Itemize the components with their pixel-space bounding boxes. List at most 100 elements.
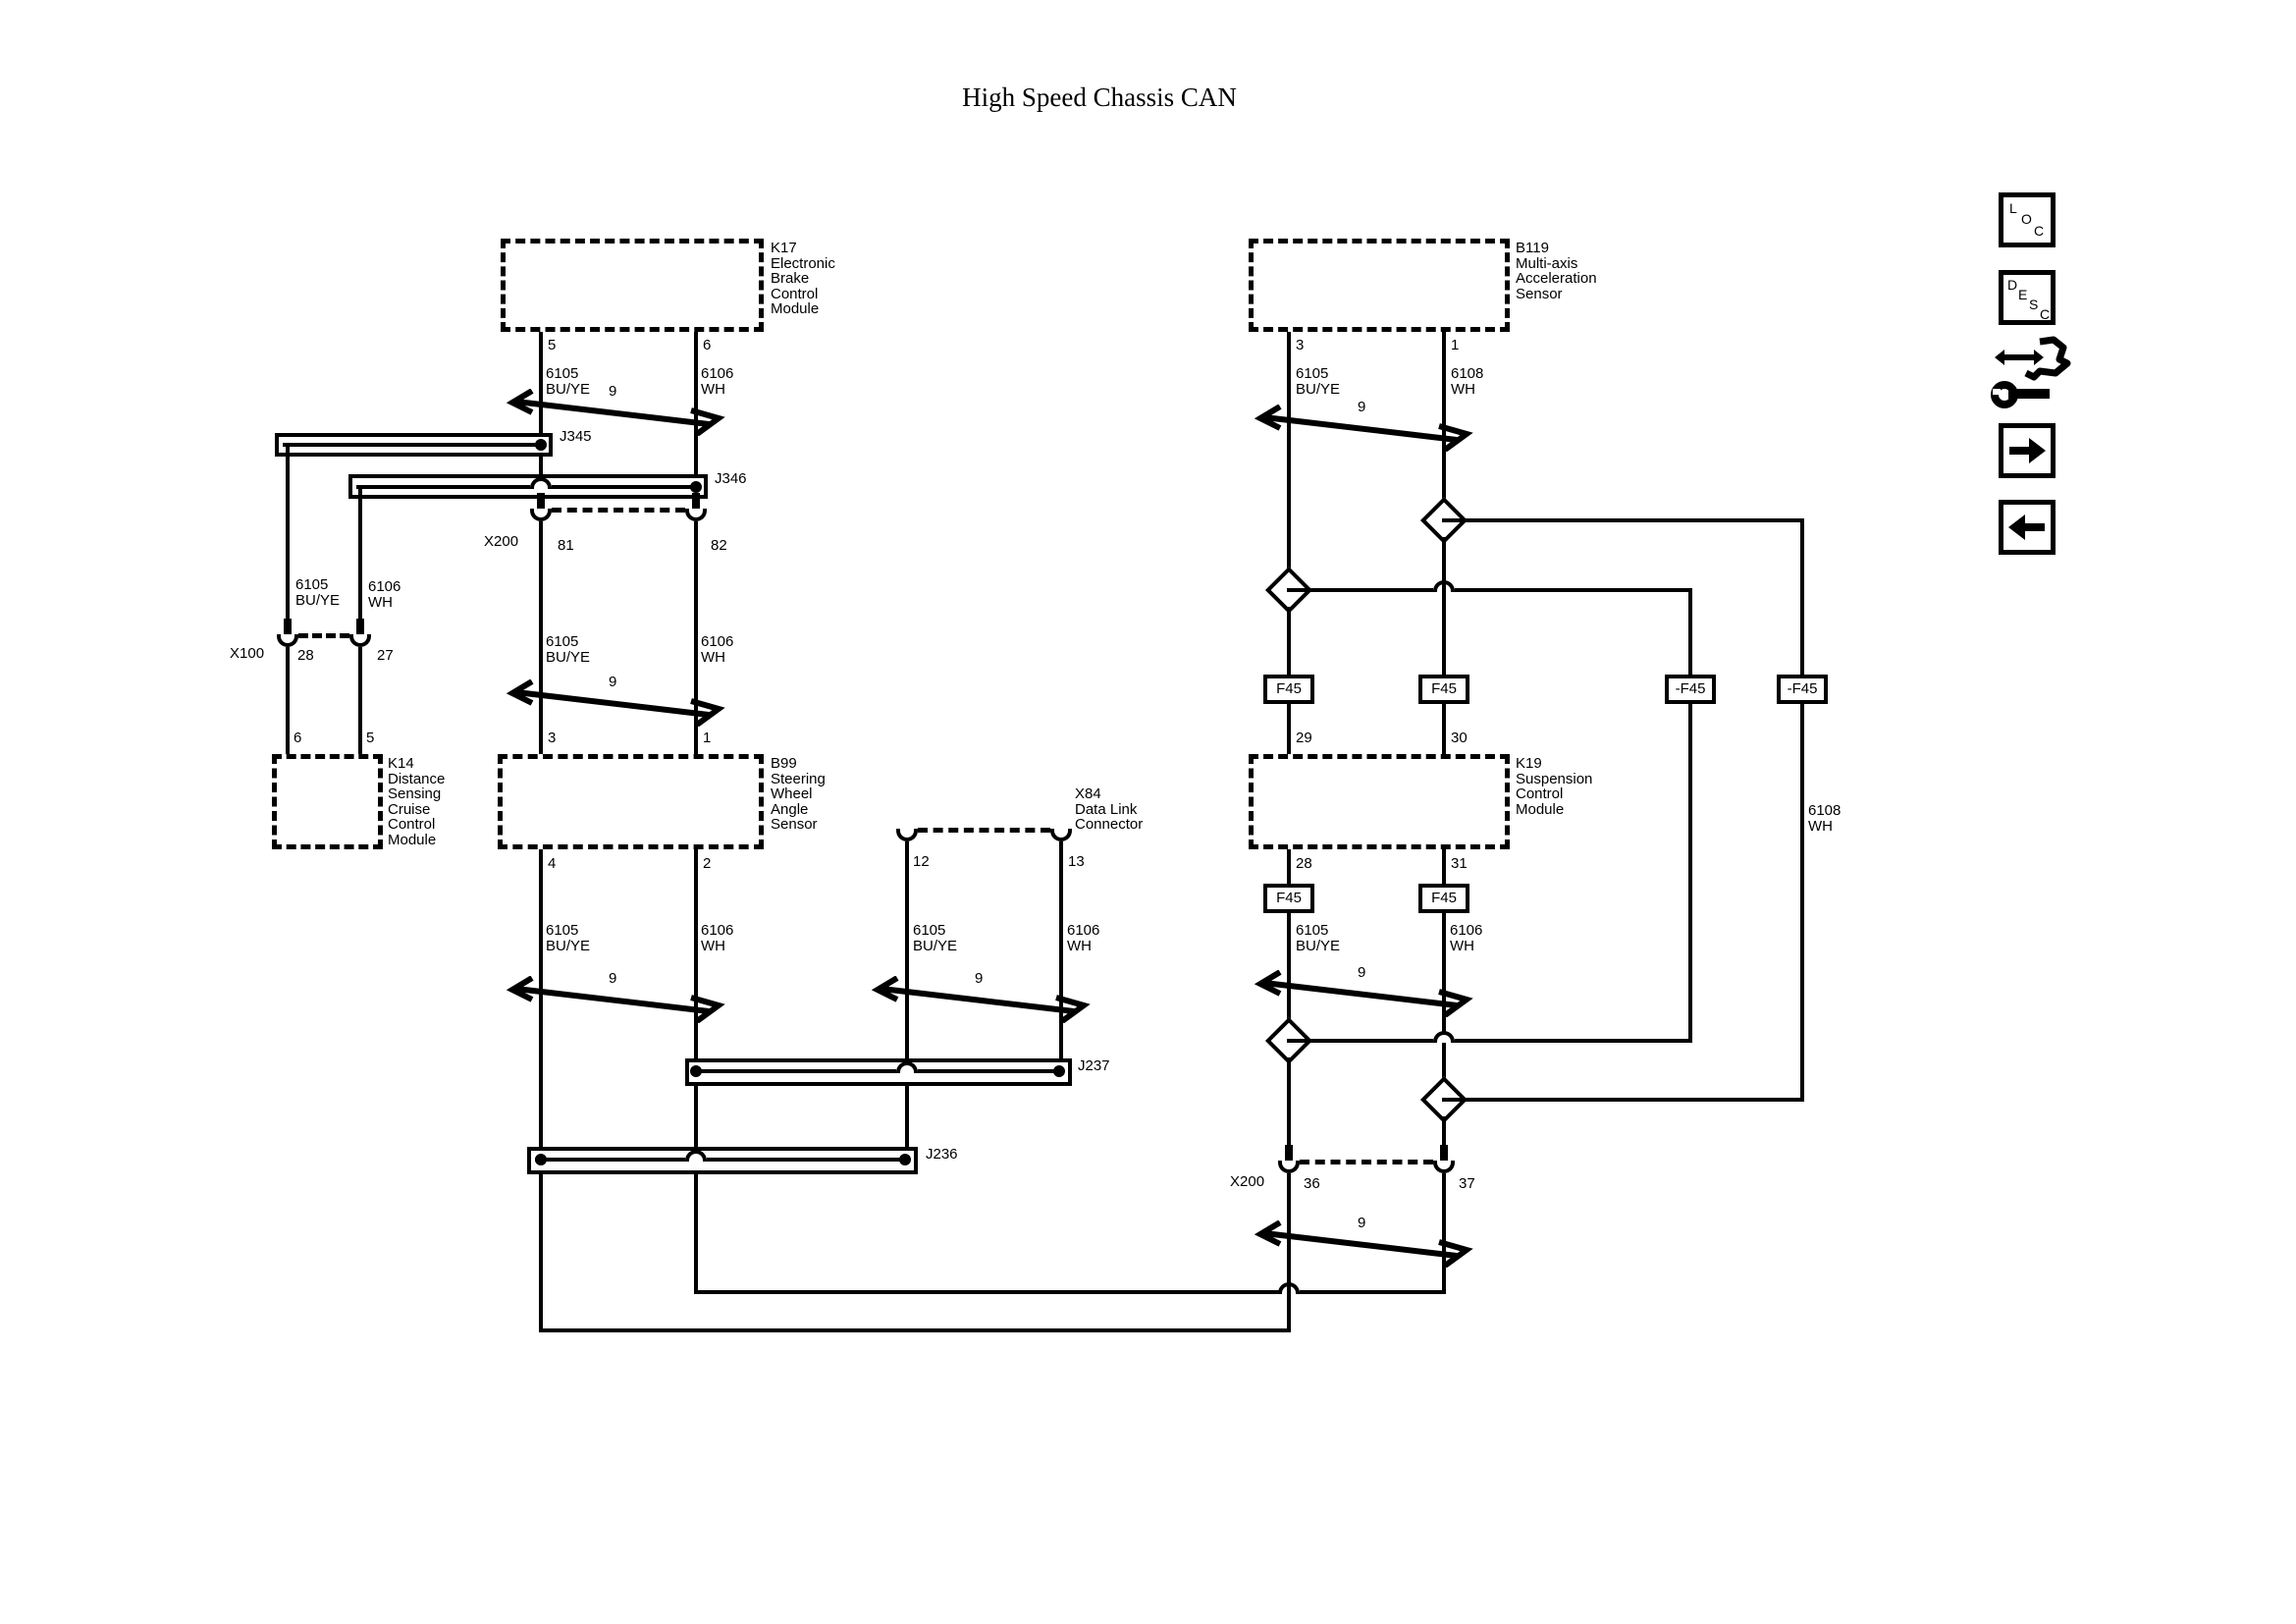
b119-pin-1: 1 [1451,337,1460,353]
connector-socket [896,829,918,841]
wire-6106-run [694,1290,1280,1294]
twisted-pair-icon [507,679,725,727]
branch-wire [1800,704,1804,1102]
k19-pin-30: 30 [1451,730,1468,746]
j346-label: J346 [715,470,747,487]
connector-pin [692,493,700,509]
b99-pin-2: 2 [703,855,712,872]
wire-hop [685,1150,707,1162]
j345-label: J345 [560,428,592,445]
connector-pin [537,493,545,509]
bus-conductor [356,485,530,489]
wire-6105 [286,445,290,619]
junction-dot [1053,1065,1065,1077]
twisted-pair-icon [1255,405,1473,452]
wire-6105 [1287,849,1291,884]
x100-pin-27: 27 [377,647,394,664]
branch-wire [1455,1039,1692,1043]
x84-pin-12: 12 [913,853,930,870]
fuse-f45: F45 [1418,675,1469,704]
connector-face [1300,1160,1433,1164]
k19-pin-29: 29 [1296,730,1312,746]
k14-pin-5: 5 [366,730,375,746]
branch-wire [1688,704,1692,1043]
loc-button[interactable]: L O C [1999,192,2056,247]
b99-sensor-box [498,754,764,849]
page-title: High Speed Chassis CAN [962,82,1237,112]
desc-button[interactable]: D E S C [1999,270,2056,325]
twist-count: 9 [609,383,617,400]
junction-dot [535,1154,547,1165]
wire-hop [896,1061,918,1073]
b119-sensor-box [1249,239,1510,332]
connector-face [552,508,685,513]
connector-face [298,633,349,638]
wire-6105 [539,849,543,1332]
back-button[interactable] [1999,500,2056,555]
wrench-arrows-icon[interactable] [1991,334,2073,412]
bus-conductor [283,443,541,447]
wire-6105 [1287,332,1291,573]
bus-conductor [535,1158,685,1162]
connector-pin [284,619,292,634]
wire-hop [530,477,552,489]
wire-6106 [1442,1173,1446,1294]
connector-socket [685,509,707,521]
twist-count: 9 [609,674,617,690]
x100-pin-28: 28 [297,647,314,664]
wire-6108 [1442,537,1446,675]
wire-6105 [1287,1057,1291,1145]
junction-dot [899,1154,911,1165]
k19-module-box [1249,754,1510,849]
wire-6108 [1442,332,1446,504]
branch-wire [1287,588,1433,592]
k14-module-box [272,754,383,849]
twist-count: 9 [609,970,617,987]
fuse-f45: F45 [1263,884,1314,913]
k19-pin-31: 31 [1451,855,1468,872]
wire-6106 [358,647,362,754]
x200-pin-82: 82 [711,537,727,554]
wire-6105 [1287,1173,1291,1332]
wire-6106 [1442,913,1446,1083]
forward-button[interactable] [1999,423,2056,478]
x84-pin-13: 13 [1068,853,1085,870]
b99-pin-3: 3 [548,730,557,746]
twisted-pair-icon [872,976,1091,1023]
wire-6105 [1287,913,1291,1024]
wire-6105 [1287,704,1291,754]
twist-count: 9 [1358,1215,1366,1231]
connector-pin [1440,1145,1448,1161]
twist-count: 9 [975,970,984,987]
connector-face [918,828,1050,833]
connector-socket [349,634,371,647]
x100-label: X100 [230,645,265,662]
connector-socket [530,509,552,521]
x200-bottom-label: X200 [1230,1173,1265,1190]
connector-pin [1285,1145,1293,1161]
j236-label: J236 [926,1146,958,1163]
wire-6106 [1059,841,1063,1073]
junction-dot [690,1065,702,1077]
b119-pin-3: 3 [1296,337,1305,353]
fuse-f45: F45 [1418,884,1469,913]
branch-wire [1442,518,1804,522]
twist-count: 9 [1358,964,1366,981]
branch-wire [1688,588,1692,675]
fuse-f45: -F45 [1665,675,1716,704]
x200-pin-81: 81 [558,537,574,554]
junction-dot [690,481,702,493]
wire-6106 [1442,849,1446,884]
